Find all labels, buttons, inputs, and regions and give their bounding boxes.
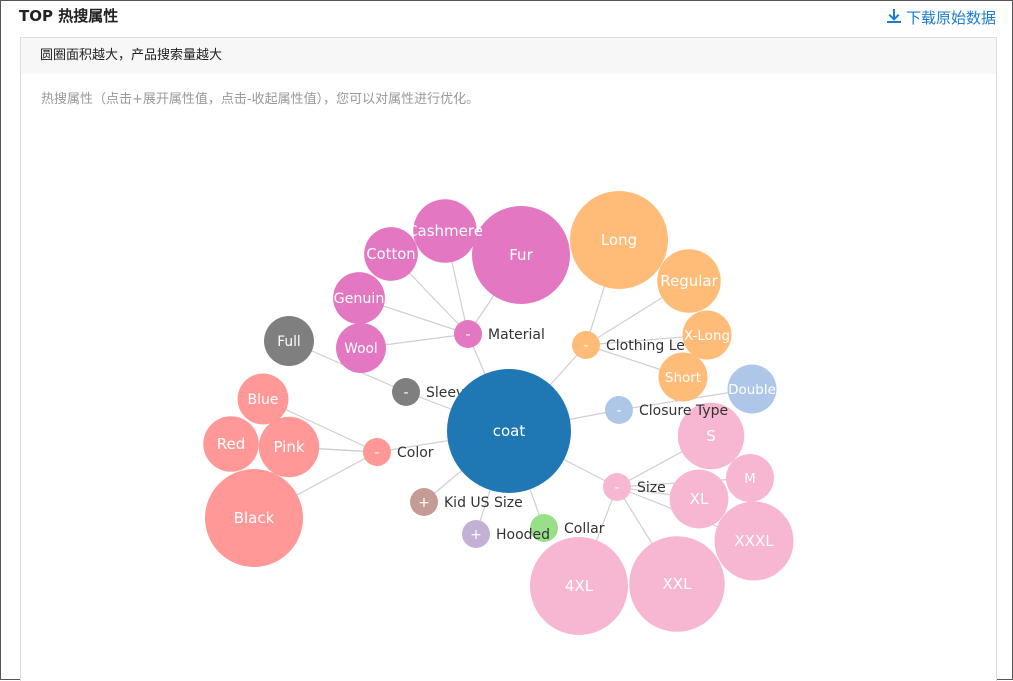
group-label-closure-type: Closure Type <box>639 403 728 419</box>
group-node-closure-type[interactable] <box>605 396 633 424</box>
bubble-label-xxl: XXL <box>663 575 693 593</box>
bubble-cashmere[interactable] <box>413 199 477 263</box>
bubble-label-blue: Blue <box>248 392 279 408</box>
group-label-collar: Collar <box>564 521 605 537</box>
bubble-s[interactable] <box>677 402 745 470</box>
bubble-label-genuin: Genuin <box>334 291 385 307</box>
group-node-kid-us-size[interactable] <box>410 488 438 516</box>
bubble-4xl[interactable] <box>530 537 628 635</box>
bubble-blue[interactable] <box>237 373 289 425</box>
group-node-color[interactable] <box>363 438 391 466</box>
bubble-label-s: S <box>706 427 716 445</box>
group-node-size[interactable] <box>603 473 631 501</box>
group-node-clothing-le[interactable] <box>572 331 600 359</box>
bubble-short[interactable] <box>658 352 708 402</box>
bubble-label-regular: Regular <box>660 272 718 290</box>
bubble-label-cashmere: Cashmere <box>407 222 483 240</box>
download-icon <box>886 8 902 28</box>
panel-hint: 热搜属性（点击+展开属性值，点击-收起属性值），您可以对属性进行优化。 <box>41 92 480 107</box>
group-node-collar[interactable] <box>530 514 558 542</box>
root-label: coat <box>493 422 526 440</box>
group-toggle-closure-type[interactable]: - <box>616 403 621 419</box>
bubble-label-double: Double <box>728 382 776 398</box>
group-toggle-hooded[interactable]: + <box>470 527 482 543</box>
bubble-xxl[interactable] <box>629 536 725 632</box>
bubble-label-full: Full <box>277 334 301 350</box>
bubble-pink[interactable] <box>258 416 320 478</box>
card-title: TOP 热搜属性 <box>19 7 119 25</box>
bubble-label-black: Black <box>234 509 275 527</box>
group-toggle-material[interactable]: - <box>465 327 470 343</box>
bubble-xxxl[interactable] <box>714 501 794 581</box>
group-toggle-size[interactable]: - <box>614 480 619 496</box>
bubble-fur[interactable] <box>472 206 570 304</box>
group-node-material[interactable] <box>454 320 482 348</box>
bubble-x-long[interactable] <box>682 310 732 360</box>
chart-panel: 圆圈面积越大，产品搜索量越大 热搜属性（点击+展开属性值，点击-收起属性值），您… <box>20 37 997 681</box>
bubble-label-xxxl: XXXL <box>734 532 774 550</box>
group-label-kid-us-size: Kid US Size <box>444 495 523 511</box>
bubble-genuin[interactable] <box>333 272 385 324</box>
bubble-full[interactable] <box>264 316 314 366</box>
bubble-label-short: Short <box>665 370 701 386</box>
bubble-cotton[interactable] <box>364 227 418 281</box>
group-node-hooded[interactable] <box>462 520 490 548</box>
bubble-regular[interactable] <box>657 249 721 313</box>
bubble-label-long: Long <box>601 231 637 249</box>
bubble-label-x-long: X-Long <box>684 328 730 344</box>
bubble-black[interactable] <box>205 469 303 567</box>
download-raw-data-link[interactable]: 下载原始数据 <box>886 7 996 28</box>
bubble-label-pink: Pink <box>273 438 304 456</box>
group-toggle-color[interactable]: - <box>374 445 379 461</box>
bubble-label-xl: XL <box>690 490 709 508</box>
bubble-double[interactable] <box>727 364 777 414</box>
group-label-clothing-le: Clothing Le <box>606 338 685 354</box>
group-label-size: Size <box>637 480 666 496</box>
download-label: 下载原始数据 <box>905 9 996 27</box>
bubble-label-wool: Wool <box>344 341 377 357</box>
group-label-hooded: Hooded <box>496 527 550 543</box>
bubble-red[interactable] <box>203 416 259 472</box>
root-bubble-coat[interactable] <box>447 369 571 493</box>
group-toggle-sleeve-length[interactable]: - <box>403 385 408 401</box>
group-toggle-kid-us-size[interactable]: + <box>418 495 430 511</box>
group-node-sleeve-length[interactable] <box>392 378 420 406</box>
panel-subtitle: 圆圈面积越大，产品搜索量越大 <box>21 38 996 74</box>
bubble-long[interactable] <box>570 191 668 289</box>
bubble-xl[interactable] <box>669 469 729 529</box>
bubble-m[interactable] <box>725 453 775 503</box>
bubble-label-4xl: 4XL <box>565 577 594 595</box>
group-label-color: Color <box>397 445 434 461</box>
bubble-label-m: M <box>744 472 755 487</box>
bubble-label-red: Red <box>217 435 246 453</box>
bubble-label-cotton: Cotton <box>366 246 415 263</box>
bubble-wool[interactable] <box>336 323 386 373</box>
group-label-material: Material <box>488 327 545 343</box>
group-toggle-clothing-le[interactable]: - <box>583 338 588 354</box>
bubble-label-fur: Fur <box>509 246 533 264</box>
